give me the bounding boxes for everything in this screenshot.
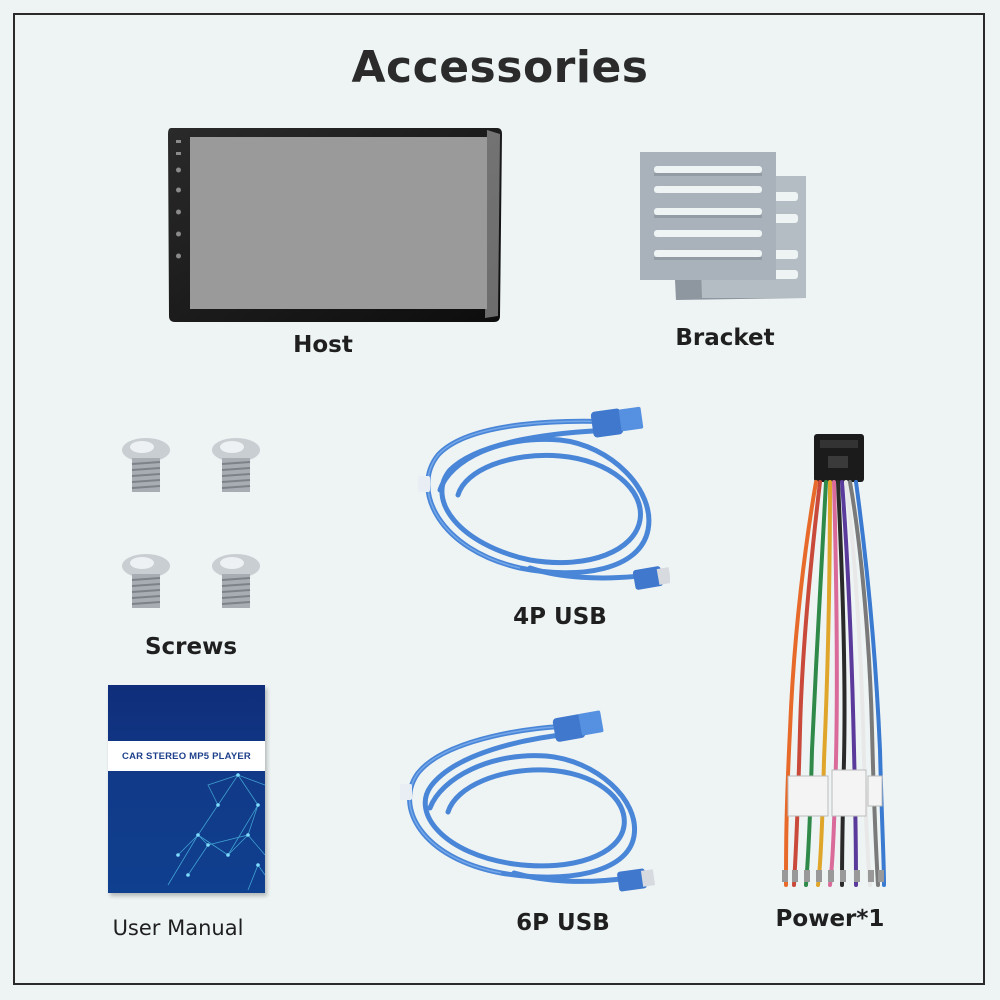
user-manual-image: CAR STEREO MP5 PLAYER — [108, 685, 265, 893]
screws-label: Screws — [144, 634, 238, 660]
page-frame — [13, 13, 985, 985]
user-manual-label: User Manual — [112, 916, 244, 940]
screw-icon — [118, 436, 174, 494]
bracket-label: Bracket — [675, 325, 775, 351]
bracket-image — [640, 150, 810, 302]
host-label: Host — [293, 332, 353, 358]
screw-icon — [118, 552, 174, 610]
usb-6p-cable-image — [396, 708, 656, 904]
screw-icon — [208, 552, 264, 610]
power-label: Power*1 — [775, 906, 885, 932]
host-image — [167, 126, 503, 324]
page-title: Accessories — [351, 42, 649, 93]
screw-icon — [208, 436, 264, 494]
manual-cover-title: CAR STEREO MP5 PLAYER — [122, 750, 251, 762]
usb-4p-cable-image — [410, 400, 670, 600]
manual-cover-band: CAR STEREO MP5 PLAYER — [108, 741, 265, 771]
power-harness-image — [772, 430, 892, 892]
usb-4p-label: 4P USB — [513, 604, 607, 630]
usb-6p-label: 6P USB — [516, 910, 610, 936]
